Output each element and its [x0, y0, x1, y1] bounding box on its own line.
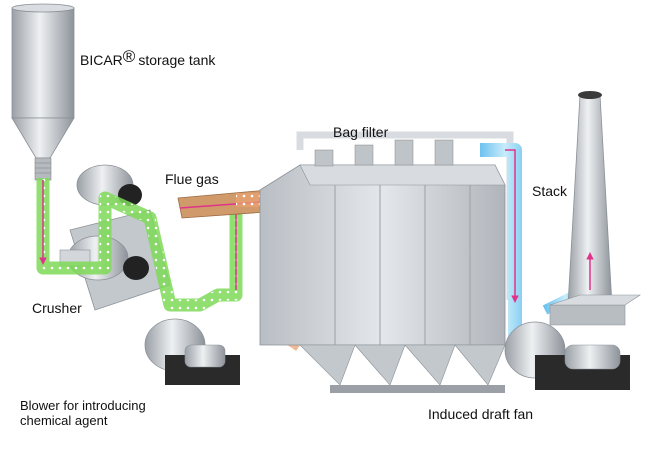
stack-label: Stack — [532, 183, 568, 199]
blower-label: Blower for introducing chemical agent — [20, 398, 146, 428]
flue-gas-label: Flue gas — [165, 171, 219, 187]
registered-mark: ® — [122, 47, 136, 66]
blower — [144, 318, 240, 385]
crusher — [59, 164, 171, 311]
induced-draft-fan — [504, 321, 630, 390]
chemical-agent-flow — [36, 178, 243, 312]
crusher-label: Crusher — [32, 300, 82, 316]
induced-draft-fan-label: Induced draft fan — [428, 406, 534, 422]
bag-filter-label: Bag filter — [333, 124, 389, 140]
storage-tank — [11, 3, 75, 181]
stack — [549, 91, 641, 326]
blower-label-line2: chemical agent — [20, 413, 108, 428]
blower-label-line1: Blower for introducing — [20, 398, 146, 413]
storage-tank-suffix: storage tank — [138, 52, 216, 68]
storage-tank-label: BICAR®storage tank — [80, 48, 216, 68]
bag-filter — [259, 131, 514, 393]
storage-tank-name: BICAR — [80, 52, 123, 68]
